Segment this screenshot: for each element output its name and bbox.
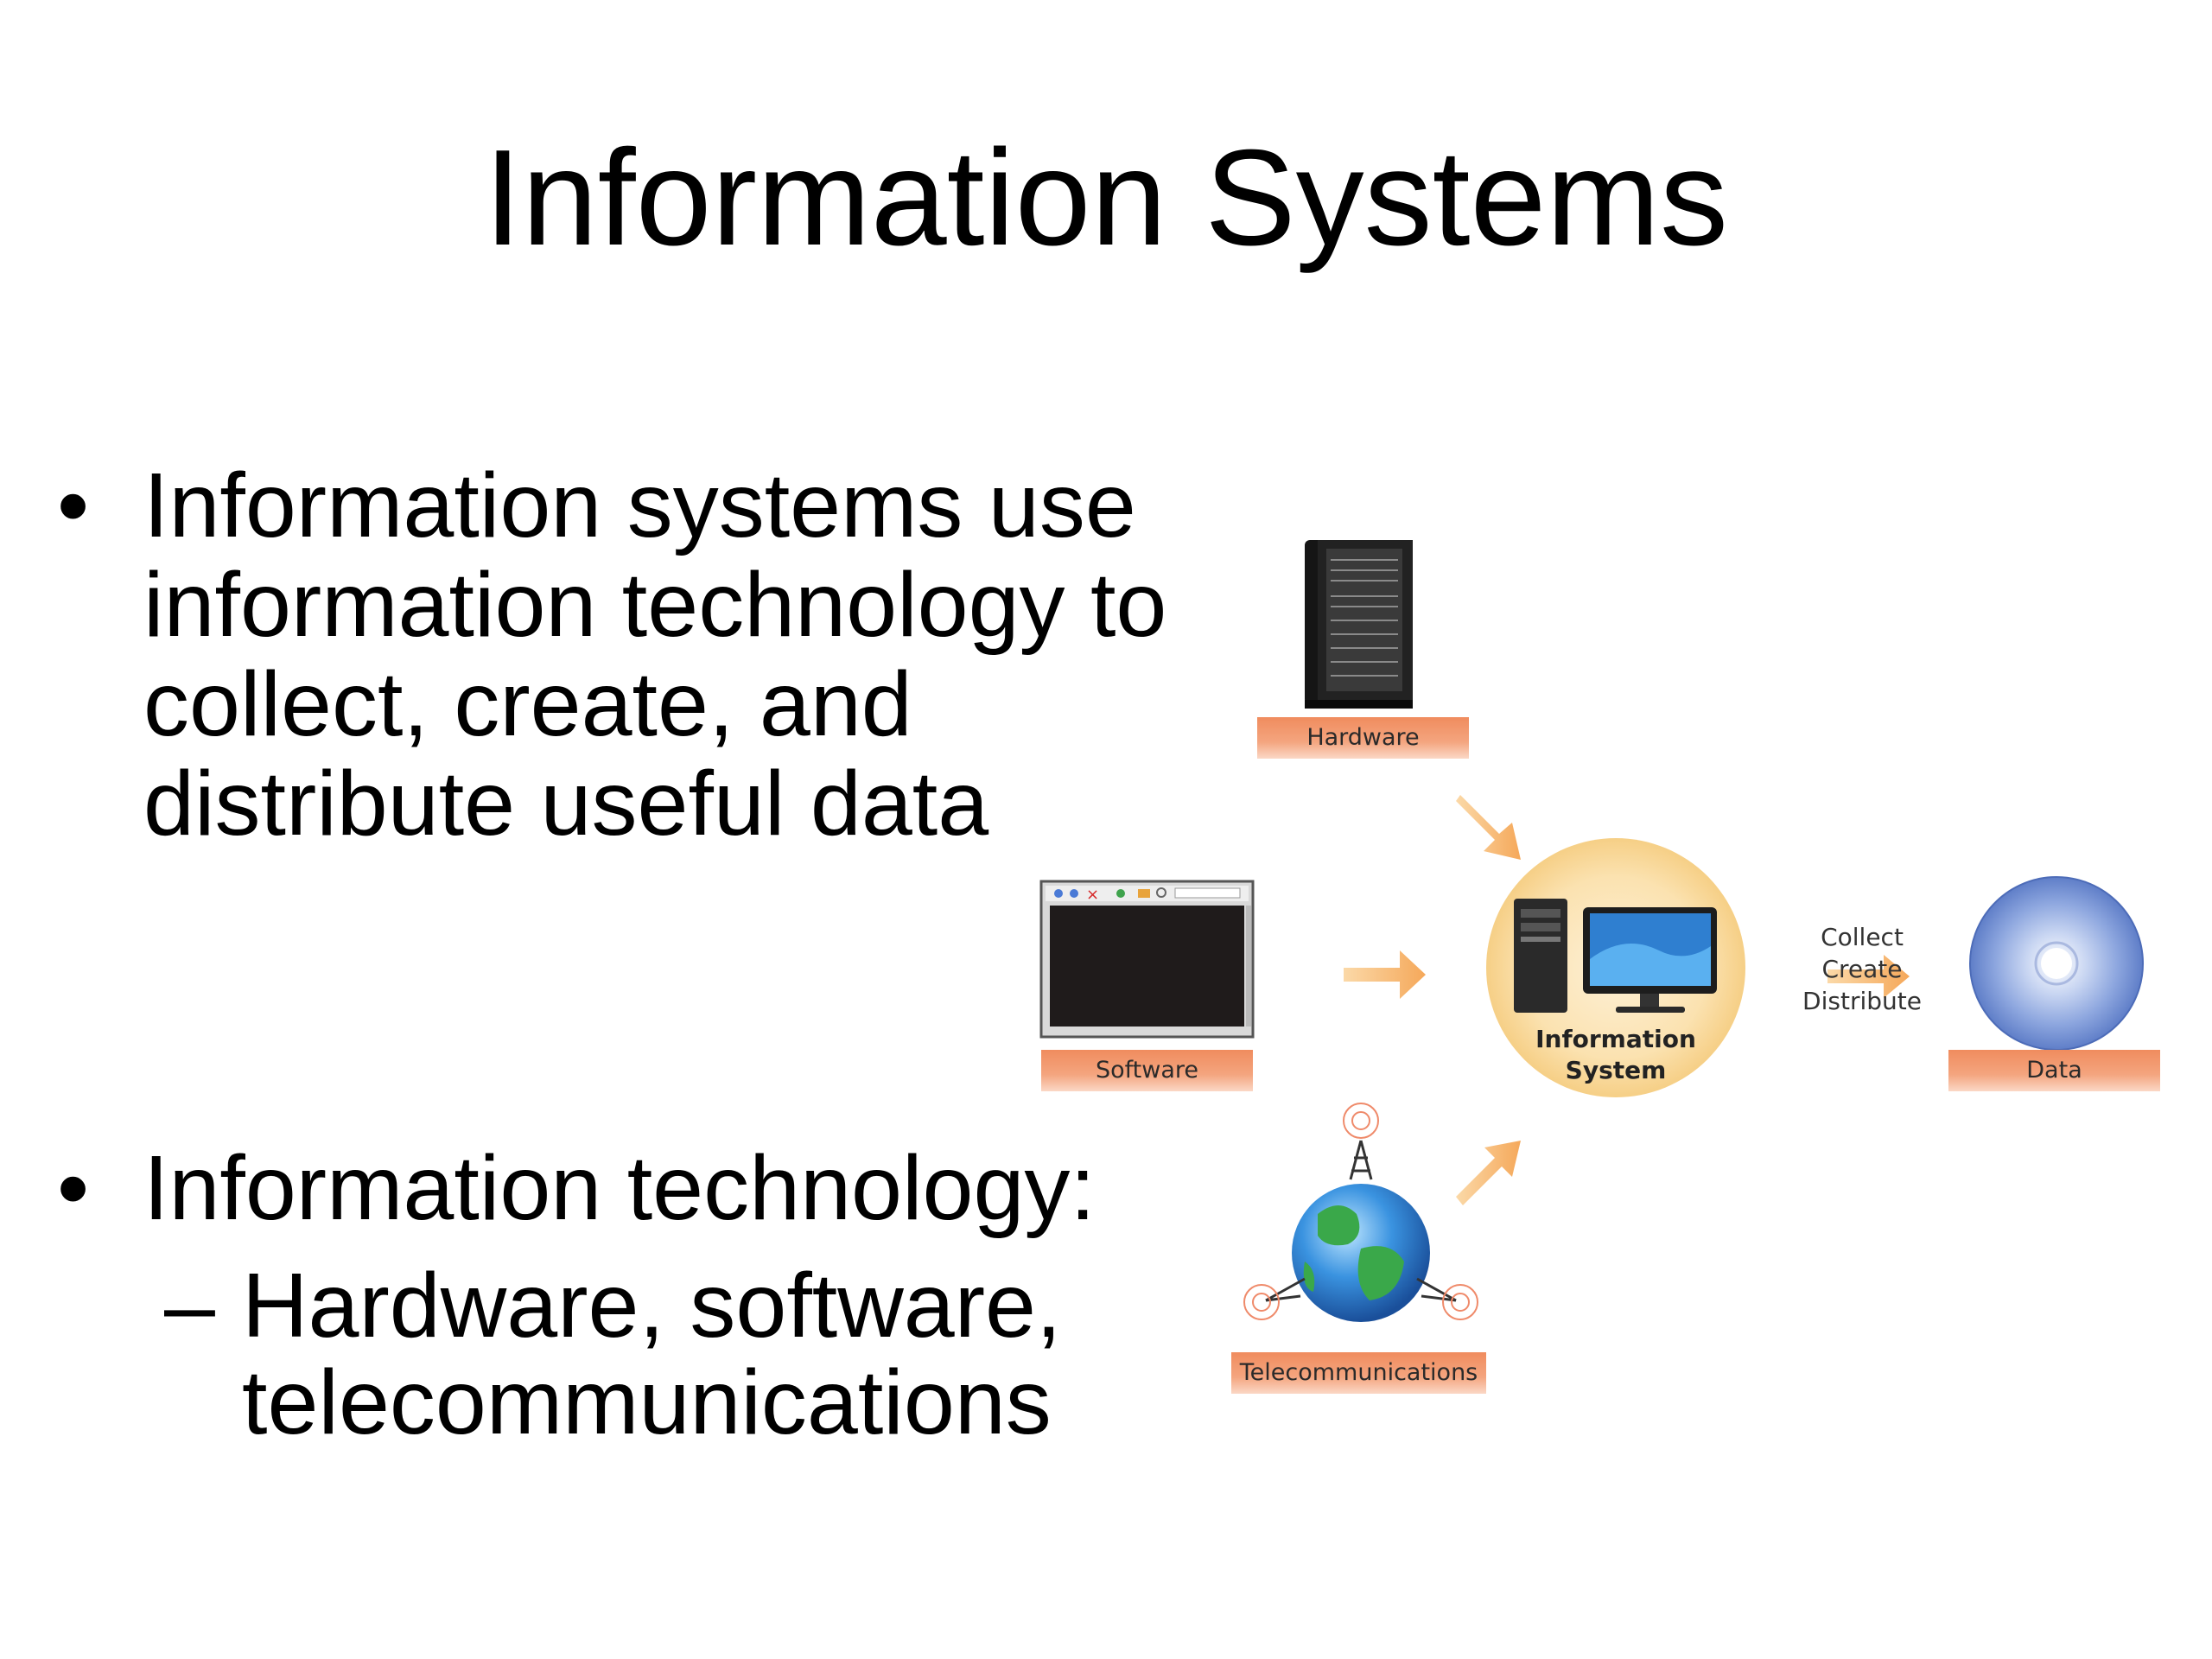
information-system-label-line: System <box>1565 1056 1667 1084</box>
sub-bullet-line: telecommunications <box>242 1351 1052 1453</box>
action-collect: Collect <box>1821 923 1904 951</box>
data-label: Data <box>1948 1050 2160 1091</box>
information-system-hub <box>1486 838 1745 1097</box>
diagram-graphics: × <box>1039 540 2144 1322</box>
bullet-text: Information technology: <box>143 1139 1267 1238</box>
arrow-software-to-system <box>1344 950 1426 999</box>
arrow-hardware-to-system <box>1456 795 1521 860</box>
bullet-marker: • <box>57 1137 90 1239</box>
bullet-text: Information systems use information tech… <box>143 456 1267 854</box>
bullet-line: collect, create, and <box>143 653 912 755</box>
action-distribute: Distribute <box>1802 987 1922 1015</box>
bullet-marker: • <box>57 454 90 556</box>
bullet-line: Information technology: <box>143 1137 1096 1239</box>
bullet-line: information technology to <box>143 554 1167 656</box>
information-system-diagram: × <box>1020 518 2195 1434</box>
software-window-icon: × <box>1039 880 1255 1039</box>
server-icon <box>1305 540 1413 709</box>
slide-title: Information Systems <box>483 122 1729 274</box>
software-label: Software <box>1041 1050 1253 1091</box>
information-system-label: Information System <box>1512 1024 1719 1086</box>
arrow-system-to-data <box>1827 955 1910 998</box>
svg-text:×: × <box>1086 886 1099 904</box>
data-disc-icon <box>1969 876 2144 1051</box>
sub-bullet-text: Hardware, software, telecommunications <box>242 1257 1192 1451</box>
sub-bullet-marker: – <box>164 1255 215 1357</box>
action-create: Create <box>1821 955 1903 983</box>
bullet-line: Information systems use <box>143 454 1136 556</box>
arrow-telecom-to-system <box>1456 1141 1521 1205</box>
bullet-line: distribute useful data <box>143 753 989 855</box>
globe-telecom-icon <box>1243 1103 1478 1322</box>
information-system-label-line: Information <box>1535 1025 1696 1053</box>
hardware-label: Hardware <box>1257 717 1469 759</box>
sub-bullet-line: Hardware, software, <box>242 1255 1062 1357</box>
telecommunications-label: Telecommunications <box>1231 1352 1486 1394</box>
